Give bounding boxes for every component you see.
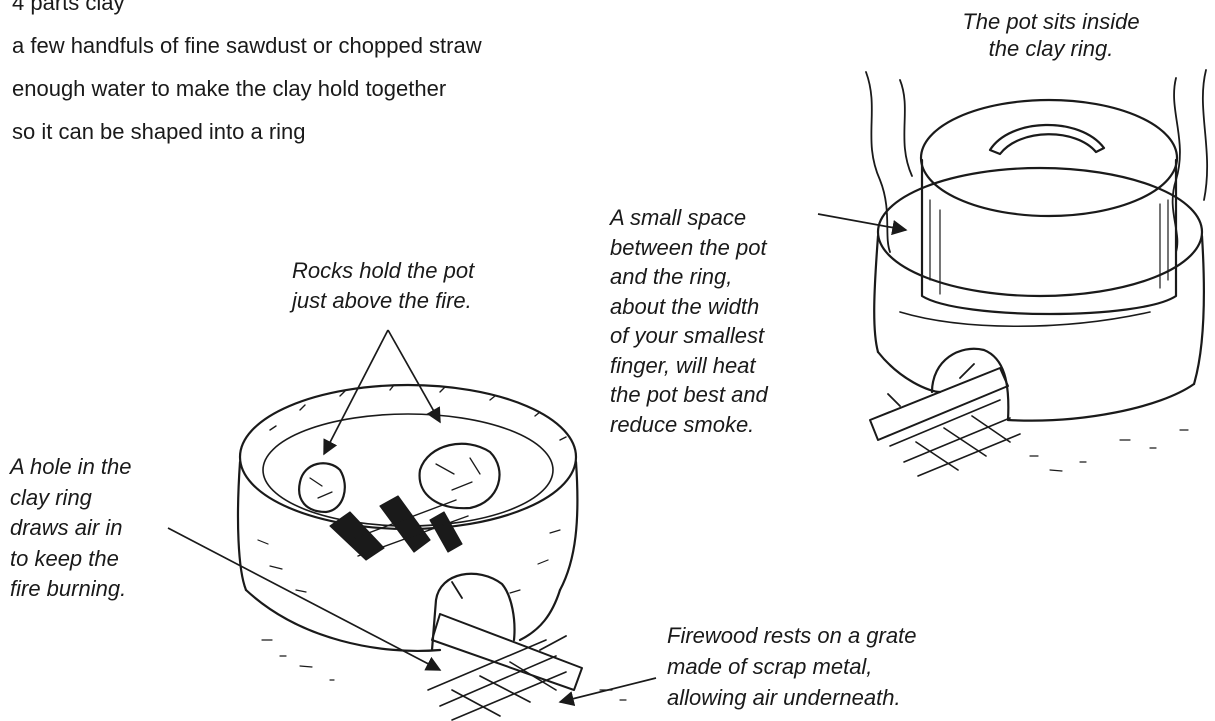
grate: [428, 640, 566, 720]
pot-body: [922, 160, 1176, 314]
clay-ring-right-wall: [1194, 236, 1204, 384]
steam: [866, 70, 1207, 252]
pot-lid: [921, 100, 1177, 216]
open-clay-ring-stove: [238, 385, 626, 720]
arrow-hole: [168, 528, 440, 670]
clay-ring-base: [878, 352, 1194, 421]
rock-left: [299, 463, 345, 512]
grate: [890, 400, 1020, 476]
arrow-rocks-right: [388, 330, 440, 422]
rock-right: [420, 444, 500, 508]
arrow-small-space: [818, 214, 906, 230]
air-hole: [932, 349, 1008, 420]
clay-ring-left-wall: [874, 236, 878, 352]
ring-rim-outer: [240, 385, 576, 529]
pot-lid-handle: [990, 125, 1104, 154]
clay-ring-top: [878, 168, 1202, 296]
firewood-log: [870, 368, 1008, 440]
ring-wall-right: [560, 462, 577, 590]
ring-wall-left: [238, 462, 246, 590]
pot-in-clay-ring-stove: [866, 70, 1207, 476]
